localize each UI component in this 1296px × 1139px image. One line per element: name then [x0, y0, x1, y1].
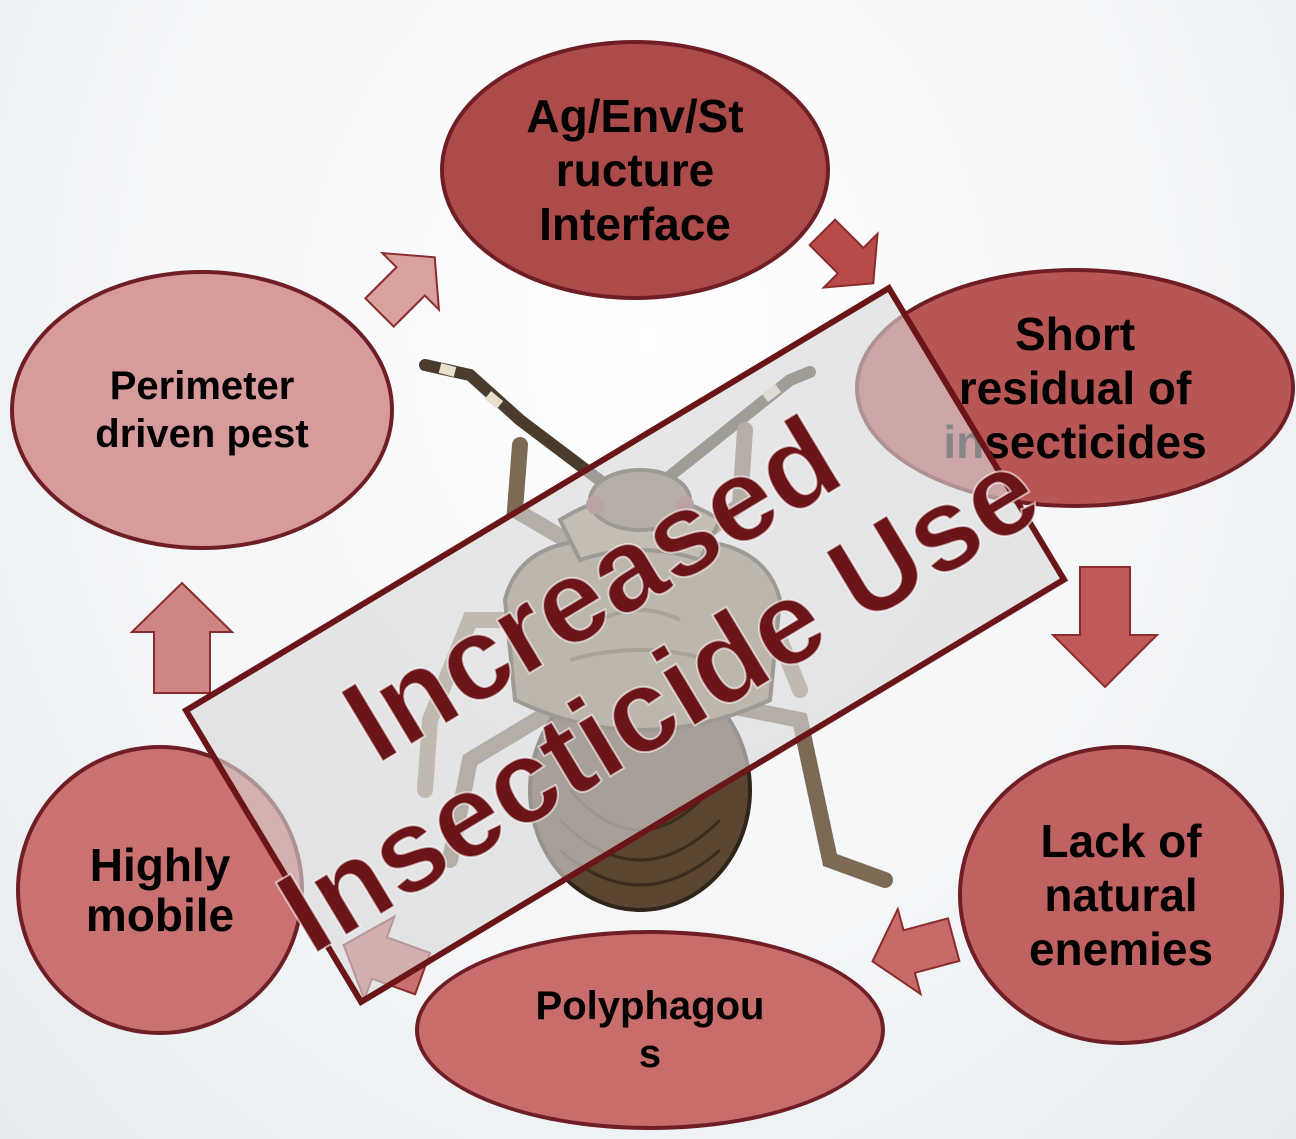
increased-insecticide-use-banner: Increased Insecticide Use	[169, 278, 1081, 1012]
